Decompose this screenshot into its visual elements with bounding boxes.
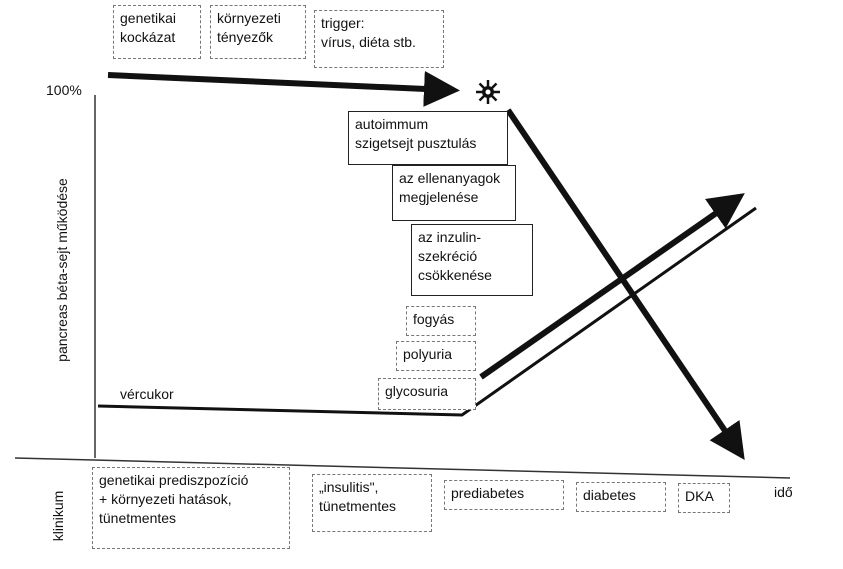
symptom-glycosuria: glycosuria xyxy=(378,378,476,410)
stage-dka: DKA xyxy=(678,483,730,513)
process-antibodies: az ellenanyagok megjelenése xyxy=(392,165,516,221)
symptom-weight-loss: fogyás xyxy=(406,306,476,336)
x-axis-label: idő xyxy=(774,484,793,500)
stage-insulitis: „insulitis", tünetmentes xyxy=(312,474,432,532)
symptom-polyuria: polyuria xyxy=(396,341,476,371)
x-axis xyxy=(14,457,791,479)
process-autoimmune-destruction: autoimmum szigetsejt pusztulás xyxy=(348,111,508,165)
process-insulin-decrease: az inzulin- szekréció csökkenése xyxy=(411,224,533,296)
glucose-rise-arrow xyxy=(479,193,745,380)
stage-diabetes: diabetes xyxy=(576,482,666,512)
clinical-row-label: klinikum xyxy=(50,490,66,542)
top-progress-arrow xyxy=(107,70,460,107)
blood-glucose-label: vércukor xyxy=(120,386,174,402)
factor-environmental: környezeti tényezők xyxy=(210,5,306,59)
stage-prediabetes: prediabetes xyxy=(444,480,564,510)
blood-glucose-curve xyxy=(97,206,757,417)
y-axis-label: pancreas béta-sejt működése xyxy=(54,178,70,362)
stage-genetic-predisposition: genetikai prediszpozíció + környezeti ha… xyxy=(92,467,290,549)
factor-genetic-risk: genetikai kockázat xyxy=(113,5,201,59)
trigger-burst-icon xyxy=(476,80,500,104)
factor-trigger: trigger: vírus, diéta stb. xyxy=(314,10,444,68)
y-axis-max-label: 100% xyxy=(46,82,82,98)
